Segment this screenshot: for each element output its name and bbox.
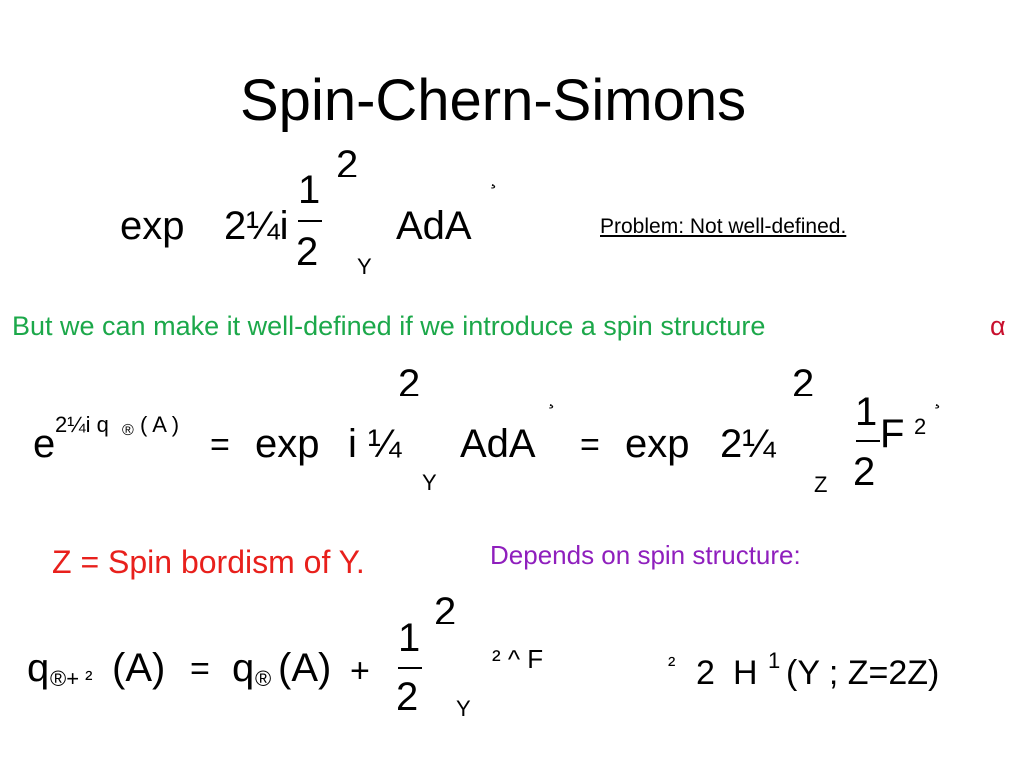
q-subscript-2: ® bbox=[255, 666, 272, 691]
bracket-close-glyph: ¸ bbox=[490, 164, 498, 189]
exp-operator: exp bbox=[120, 204, 185, 248]
fraction-bar-2 bbox=[856, 440, 880, 442]
cohomology-argument: (Y ; Z=2Z) bbox=[786, 654, 940, 692]
bracket-close-glyph-1: ¸ bbox=[548, 384, 556, 409]
integral-domain-1: Y bbox=[422, 470, 437, 495]
integral-top-glyph-3: 2 bbox=[434, 592, 457, 624]
epsilon-symbol: ² bbox=[668, 652, 676, 677]
field-strength-F: F bbox=[880, 412, 905, 456]
exp-operator-1: exp bbox=[255, 422, 320, 466]
exponent-argument: ( A ) bbox=[140, 412, 180, 437]
intro-text: But we can make it well-defined if we in… bbox=[12, 311, 766, 341]
element-of-symbol: 2 bbox=[696, 654, 715, 692]
F-power: 2 bbox=[914, 414, 927, 439]
q-argument-2: (A) bbox=[278, 646, 332, 690]
e-base: e bbox=[33, 422, 56, 466]
equals-sign-1: = bbox=[210, 426, 230, 464]
fraction-bar bbox=[298, 220, 322, 222]
cohomology-degree: 1 bbox=[768, 648, 781, 673]
fraction-numerator-3: 1 bbox=[398, 616, 421, 660]
q-subscript: ®+ ² bbox=[50, 666, 93, 691]
exponent-subscript: ® bbox=[122, 422, 134, 439]
fraction-denominator: 2 bbox=[296, 230, 319, 274]
q-symbol: q bbox=[27, 646, 50, 690]
alpha-symbol: α bbox=[990, 311, 1006, 341]
integral-top-glyph: 2 bbox=[336, 145, 359, 177]
fraction-denominator-2: 2 bbox=[853, 450, 876, 494]
integral-domain-3: Y bbox=[456, 696, 471, 721]
i-pi: i ¼ bbox=[348, 422, 402, 466]
equals-sign-2: = bbox=[580, 426, 600, 464]
two-pi: 2¼ bbox=[720, 422, 776, 466]
problem-note: Problem: Not well-defined. bbox=[600, 215, 847, 238]
q-argument: (A) bbox=[112, 646, 166, 690]
two-pi-i: 2¼i bbox=[224, 204, 289, 248]
cohomology-H: H bbox=[733, 654, 758, 692]
exponent-text: 2¼i q bbox=[55, 412, 109, 437]
slide-title: Spin-Chern-Simons bbox=[240, 68, 747, 133]
depends-text: Depends on spin structure: bbox=[490, 540, 801, 570]
integral-domain: Y bbox=[357, 254, 372, 279]
wedge-integrand: ² ^ F bbox=[492, 644, 544, 674]
integral-top-glyph-2: 2 bbox=[792, 364, 815, 396]
plus-sign: + bbox=[350, 652, 370, 690]
integrand: AdA bbox=[396, 204, 472, 248]
exp-operator-2: exp bbox=[625, 422, 690, 466]
fraction-numerator-2: 1 bbox=[855, 390, 878, 434]
integral-top-glyph-1: 2 bbox=[398, 364, 421, 396]
fraction-bar-3 bbox=[398, 667, 422, 669]
fraction-denominator-3: 2 bbox=[396, 675, 419, 719]
q-symbol-2: q bbox=[232, 646, 255, 690]
bracket-close-glyph-2: ¸ bbox=[934, 384, 942, 409]
integral-domain-2: Z bbox=[814, 472, 828, 497]
equals-sign-3: = bbox=[190, 650, 210, 688]
fraction-numerator: 1 bbox=[298, 168, 321, 212]
integrand-1: AdA bbox=[460, 422, 536, 466]
bordism-text: Z = Spin bordism of Y. bbox=[52, 544, 365, 580]
